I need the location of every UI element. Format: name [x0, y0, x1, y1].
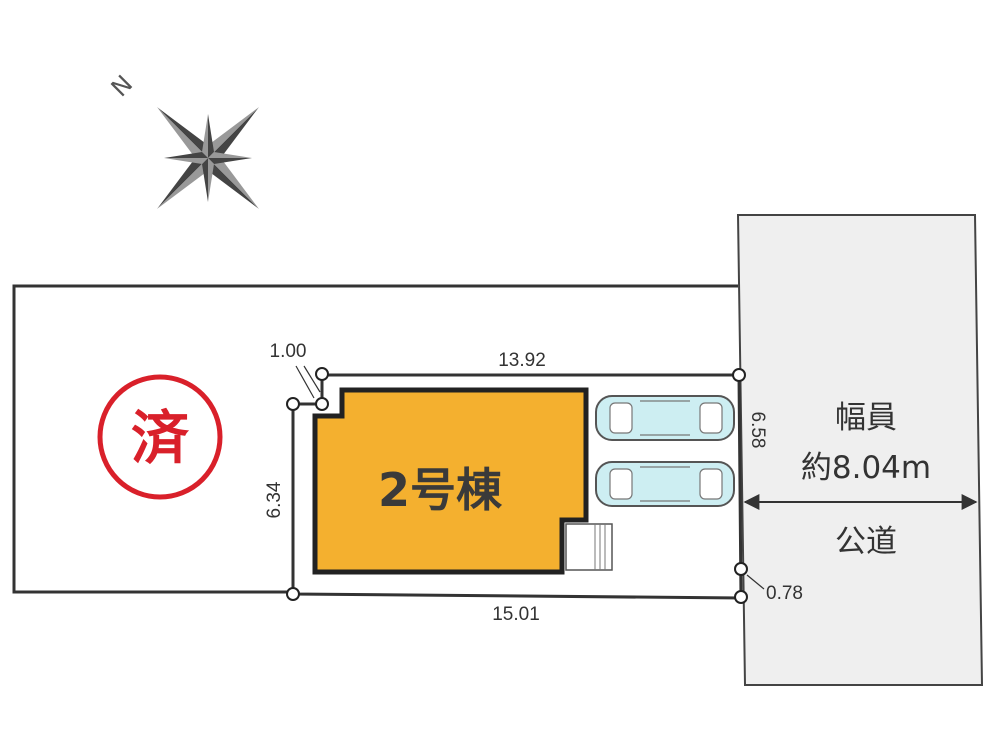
dim-right: 6.58	[747, 412, 768, 449]
entrance-steps	[565, 523, 613, 571]
sold-stamp: 済	[97, 374, 223, 500]
car-icon	[595, 395, 735, 441]
neighbor-lot	[12, 284, 738, 594]
north-label: N	[106, 70, 138, 102]
building-label: 2号棟	[378, 463, 503, 517]
boundary-markers	[286, 367, 748, 604]
leader-line	[746, 574, 765, 590]
road-width-label: 幅員	[835, 400, 897, 436]
building-footprint	[312, 387, 589, 575]
leader-line	[303, 365, 321, 393]
road-type-label: 公道	[835, 524, 897, 560]
dim-top: 13.92	[498, 350, 546, 371]
compass-icon	[157, 107, 259, 209]
road-area	[736, 214, 984, 686]
sold-stamp-label: 済	[131, 404, 190, 472]
dim-corner-cut: 1.00	[270, 341, 307, 362]
leader-line	[295, 365, 315, 399]
dim-left: 6.34	[264, 481, 285, 518]
dim-bottom: 15.01	[492, 604, 540, 625]
car-icon	[595, 461, 735, 507]
dim-offset: 0.78	[766, 583, 803, 604]
road-width-value: 約8.04m	[801, 450, 931, 486]
